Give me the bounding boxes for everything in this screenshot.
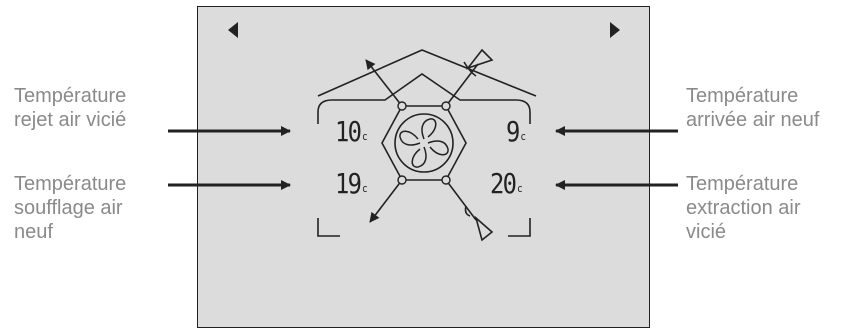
temp-value: 20 — [490, 167, 517, 200]
bracket-bottom-left — [317, 218, 340, 237]
flow-line-bottom-right — [445, 179, 477, 221]
fan-icon — [394, 113, 454, 173]
flow-line-bottom-left — [369, 179, 403, 223]
label-arrivee-air-neuf: Température arrivée air neuf — [686, 85, 820, 131]
node-bottom-left — [397, 175, 407, 185]
temp-value: 9 — [506, 115, 520, 148]
flow-line-top-right — [445, 63, 479, 107]
node-bottom-right — [441, 175, 451, 185]
temp-unit: c — [361, 182, 368, 195]
house-inner-outline — [317, 73, 531, 113]
label-soufflage-air-neuf: Température soufflage air neuf — [14, 173, 127, 243]
temp-value: 19 — [335, 167, 362, 200]
node-top-left — [397, 101, 407, 111]
temp-unit: c — [516, 182, 523, 195]
triangle-right-icon[interactable] — [608, 21, 622, 39]
label-rejet-air-vicie: Température rejet air vicié — [14, 85, 127, 131]
temp-unit: c — [361, 130, 368, 143]
bracket-bottom-right — [508, 218, 531, 237]
triangle-left-icon[interactable] — [226, 21, 240, 39]
node-top-right — [441, 101, 451, 111]
temp-unit: c — [520, 130, 526, 143]
display-screen — [197, 6, 650, 328]
temp-value: 10 — [335, 115, 362, 148]
intake-cone-bottom-right — [464, 205, 494, 242]
house-roof-outline — [317, 49, 537, 97]
flow-line-top-left — [365, 59, 403, 107]
label-extraction-air-vicie: Température extraction air vicié — [686, 173, 801, 243]
intake-cone-top-right — [463, 48, 494, 77]
